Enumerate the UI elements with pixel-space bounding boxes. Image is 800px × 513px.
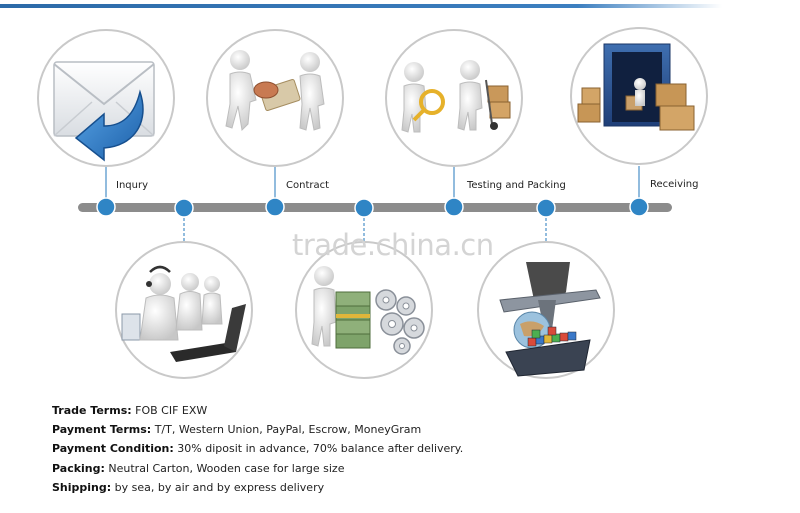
timeline-node-3 bbox=[265, 197, 285, 217]
terms-key: Shipping: bbox=[52, 480, 112, 494]
magnifier-inspection-icon bbox=[385, 29, 523, 167]
money-gears-production-icon bbox=[295, 241, 433, 379]
timeline-bar bbox=[78, 203, 672, 212]
timeline-node-1 bbox=[96, 197, 116, 217]
timeline-node-5 bbox=[444, 197, 464, 217]
terms-value: Neutral Carton, Wooden case for large si… bbox=[104, 461, 345, 475]
terms-key: Trade Terms: bbox=[52, 404, 132, 417]
timeline-node-2 bbox=[174, 198, 194, 218]
timeline-node-7 bbox=[629, 197, 649, 217]
terms-row-payment-condition: Payment Condition: 30% diposit in advanc… bbox=[52, 439, 752, 458]
step-label-inquiry: Inqury bbox=[116, 180, 149, 191]
handshake-contract-icon bbox=[206, 29, 344, 167]
terms-key: Packing: bbox=[52, 461, 105, 475]
customer-service-headset-icon bbox=[115, 241, 253, 379]
envelope-reply-icon bbox=[37, 29, 175, 167]
timeline-node-4 bbox=[354, 198, 374, 218]
plane-ship-shipping-icon bbox=[477, 241, 615, 379]
timeline-node-6 bbox=[536, 198, 556, 218]
watermark-text: trade.china.cn bbox=[292, 228, 494, 262]
terms-value: 30% diposit in advance, 70% balance afte… bbox=[173, 442, 464, 456]
terms-row-shipping: Shipping: by sea, by air and by express … bbox=[52, 478, 752, 497]
step-label-receiving: Receiving bbox=[650, 179, 699, 190]
terms-value: FOB CIF EXW bbox=[131, 404, 208, 417]
step-label-contract: Contract bbox=[286, 180, 330, 191]
terms-row-packing: Packing: Neutral Carton, Wooden case for… bbox=[52, 459, 752, 478]
terms-value: by sea, by air and by express delivery bbox=[111, 480, 325, 494]
step-label-testing-packing: Testing and Packing bbox=[467, 180, 566, 191]
container-delivery-icon bbox=[570, 27, 708, 165]
terms-row-trade-terms: Trade Terms: FOB CIF EXW bbox=[52, 401, 752, 420]
terms-value: T/T, Western Union, PayPal, Escrow, Mone… bbox=[151, 423, 422, 437]
terms-key: Payment Terms: bbox=[52, 423, 152, 437]
header-rule bbox=[0, 4, 722, 8]
terms-row-payment-terms: Payment Terms: T/T, Western Union, PayPa… bbox=[52, 420, 752, 439]
trade-terms-block: Trade Terms: FOB CIF EXW Payment Terms: … bbox=[52, 401, 752, 497]
terms-key: Payment Condition: bbox=[52, 442, 174, 456]
